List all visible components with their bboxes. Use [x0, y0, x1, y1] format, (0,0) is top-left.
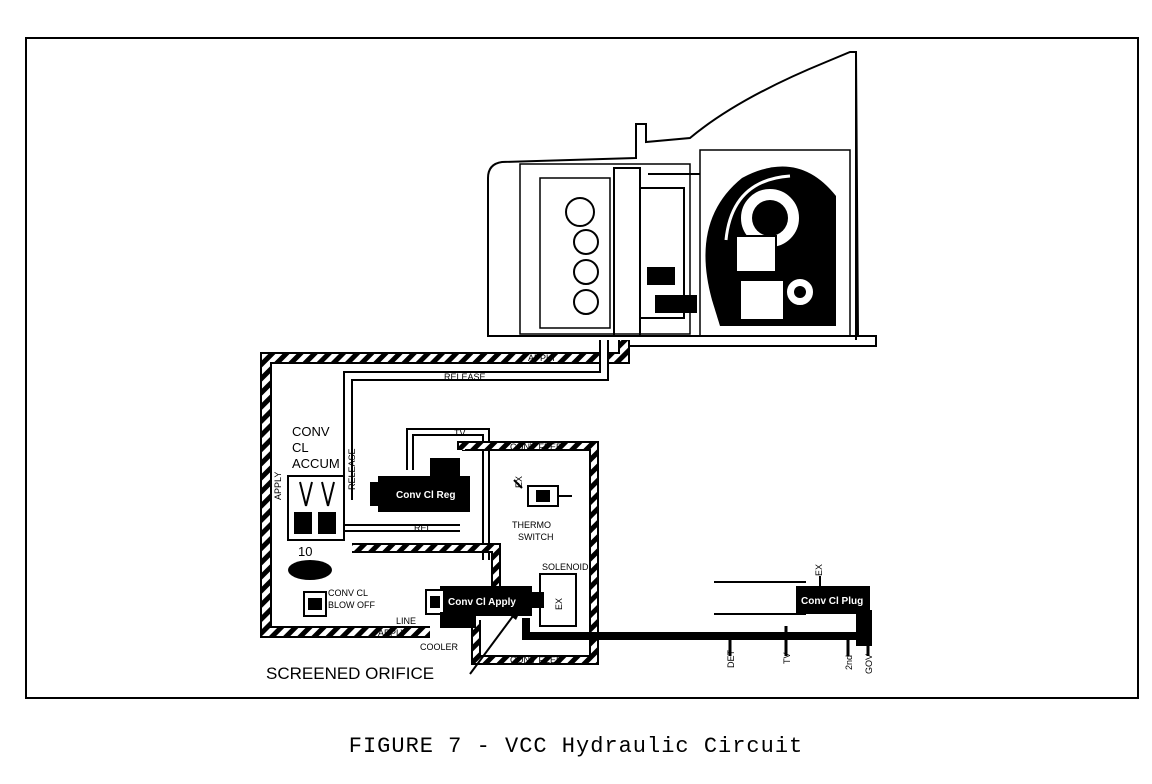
label-gov: GOV — [864, 654, 874, 674]
conv-cl-accum — [287, 475, 345, 541]
label-thermo-2: SWITCH — [518, 532, 554, 542]
torque-converter — [705, 166, 836, 326]
label-accum-2: CL — [292, 440, 309, 455]
label-release: RELEASE — [444, 372, 486, 382]
label-apply-valve: Conv Cl Apply — [448, 597, 516, 608]
label-2nd: 2nd — [844, 655, 854, 670]
label-cooler: COOLER — [420, 642, 459, 652]
label-accum-1: CONV — [292, 424, 330, 439]
figure-frame — [25, 37, 1139, 699]
label-ex-plug: EX — [814, 564, 824, 576]
label-conv-feed-top: CONV FEED — [510, 442, 563, 452]
label-det: DET — [726, 649, 736, 668]
label-vcc-sig: VCC SIG — [636, 632, 673, 642]
label-plug-valve: Conv Cl Plug — [801, 596, 863, 607]
thermo-switch — [513, 479, 572, 507]
label-blow-off-2: BLOW OFF — [328, 600, 376, 610]
label-accum-number: 10 — [298, 544, 312, 559]
label-ex-thermo: EX — [514, 476, 524, 488]
label-blow-off-1: CONV CL — [328, 588, 368, 598]
label-tv-right: TV — [782, 652, 792, 664]
label-accum-3: ACCUM — [292, 456, 340, 471]
label-apply-bottom: APPLY — [378, 628, 406, 638]
label-solenoid: SOLENOID — [542, 562, 589, 572]
conv-cl-reg-valve — [370, 458, 470, 512]
label-apply-vertical: APPLY — [273, 472, 283, 500]
label-line: LINE — [396, 616, 416, 626]
label-apply-top: APPLY — [528, 353, 556, 363]
conv-cl-plug-valve — [796, 586, 872, 646]
transmission-case — [487, 51, 877, 347]
label-thermo-1: THERMO — [512, 520, 551, 530]
solenoid — [530, 573, 577, 627]
label-ex-solenoid: EX — [554, 598, 564, 610]
figure-caption: FIGURE 7 - VCC Hydraulic Circuit — [348, 734, 804, 759]
label-release-vertical: RELEASE — [347, 448, 357, 490]
conv-cl-blow-off — [288, 560, 332, 617]
label-rel: REL — [414, 523, 432, 533]
screened-orifice-label: SCREENED ORIFICE — [266, 664, 434, 683]
label-tv: TV — [454, 428, 466, 438]
screened-orifice-arrow — [469, 604, 524, 675]
label-reg-valve: Conv Cl Reg — [396, 490, 455, 501]
label-conv-feed-bottom: CONV FEED — [510, 655, 563, 665]
